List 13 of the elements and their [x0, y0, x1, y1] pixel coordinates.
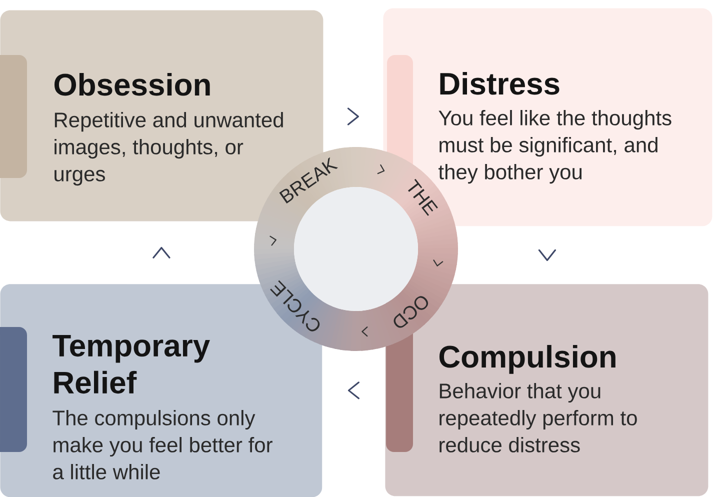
card-text: The compulsions only make you feel better for a little while [52, 410, 272, 480]
chevron-arrow [347, 108, 359, 126]
chevron-arrow [348, 382, 360, 400]
card-title: Temporary Relief [52, 334, 210, 394]
ring-text: OCD [394, 296, 428, 328]
card-title: Compulsion [439, 344, 616, 374]
card-text: Behavior that you repeatedly perform to reduce distress [440, 383, 637, 452]
card-text: Repetitive and unwanted images, thoughts, or urges [54, 112, 283, 186]
chevron-arrow [538, 249, 556, 261]
card-title: Distress [440, 72, 560, 95]
card-text: You feel like the thoughts must be significant, and they bother you [438, 110, 672, 184]
card-title: Obsession [54, 72, 210, 96]
chevron-arrow [152, 246, 170, 258]
